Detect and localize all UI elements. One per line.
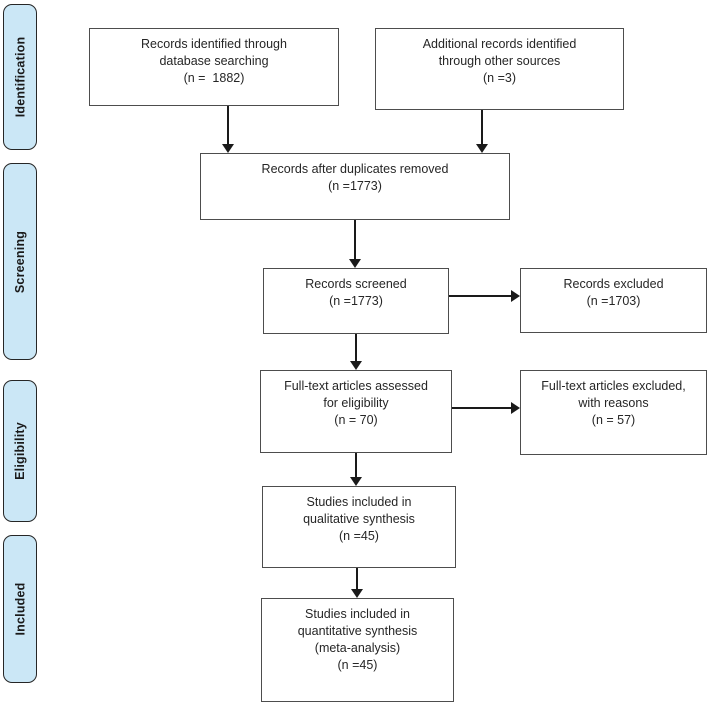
arrow-screened-to-excluded-icon xyxy=(449,290,520,302)
box-quantitative-synthesis-text: Studies included in quantitative synthes… xyxy=(297,607,418,672)
box-duplicates-removed: Records after duplicates removed (n =177… xyxy=(200,153,510,220)
box-fulltext-excluded: Full-text articles excluded, with reason… xyxy=(520,370,707,455)
box-duplicates-removed-text: Records after duplicates removed (n =177… xyxy=(261,162,449,193)
stage-box-included: Included xyxy=(3,535,37,683)
box-fulltext-assessed-text: Full-text articles assessed for eligibil… xyxy=(284,379,428,427)
box-records-excluded-text: Records excluded (n =1703) xyxy=(563,277,664,308)
arrow-screened-to-assessed-icon xyxy=(350,334,362,370)
box-additional-records: Additional records identified through ot… xyxy=(375,28,624,110)
arrow-assessed-to-qualitative-icon xyxy=(350,453,362,486)
stage-box-identification: Identification xyxy=(3,4,37,150)
arrow-assessed-to-excluded-icon xyxy=(452,402,520,414)
stage-box-eligibility: Eligibility xyxy=(3,380,37,522)
stage-label-identification: Identification xyxy=(13,36,28,118)
stage-box-screening: Screening xyxy=(3,163,37,360)
arrow-qualitative-to-quantitative-icon xyxy=(351,568,363,598)
box-fulltext-assessed: Full-text articles assessed for eligibil… xyxy=(260,370,452,453)
box-additional-records-text: Additional records identified through ot… xyxy=(422,37,577,85)
stage-label-screening: Screening xyxy=(13,230,27,293)
box-records-excluded: Records excluded (n =1703) xyxy=(520,268,707,333)
box-records-identified: Records identified through database sear… xyxy=(89,28,339,106)
box-records-identified-text: Records identified through database sear… xyxy=(141,37,287,85)
arrow-identified-to-duplicates-icon xyxy=(222,106,234,153)
box-qualitative-synthesis: Studies included in qualitative synthesi… xyxy=(262,486,456,568)
arrow-additional-to-duplicates-icon xyxy=(476,110,488,153)
box-fulltext-excluded-text: Full-text articles excluded, with reason… xyxy=(541,379,686,427)
box-quantitative-synthesis: Studies included in quantitative synthes… xyxy=(261,598,454,702)
arrow-duplicates-to-screened-icon xyxy=(349,220,361,268)
box-qualitative-synthesis-text: Studies included in qualitative synthesi… xyxy=(303,495,415,543)
box-records-screened-text: Records screened (n =1773) xyxy=(305,277,407,308)
stage-label-included: Included xyxy=(13,582,27,636)
box-records-screened: Records screened (n =1773) xyxy=(263,268,449,334)
stage-label-eligibility: Eligibility xyxy=(13,422,28,480)
